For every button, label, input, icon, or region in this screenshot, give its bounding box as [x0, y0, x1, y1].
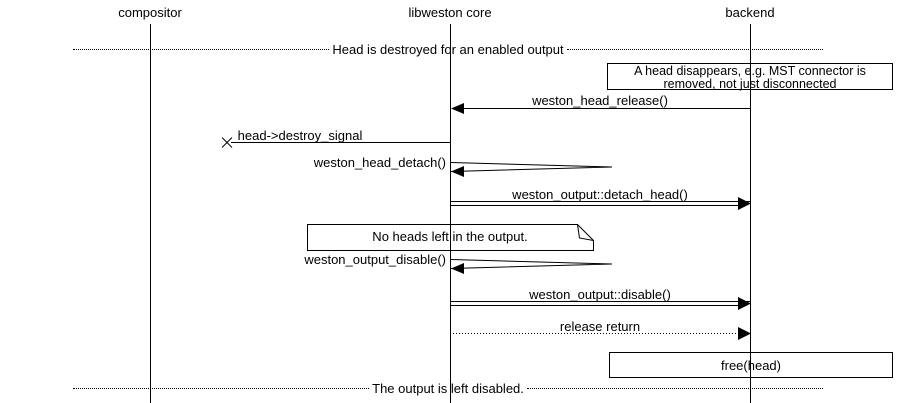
self-call-weston-head-detach [450, 162, 613, 177]
arrowhead-left-icon [451, 263, 464, 274]
arrow-weston-output-disable [450, 297, 751, 310]
note-no-heads-left-label: No heads left in the output. [372, 229, 528, 244]
divider-top: Head is destroyed for an enabled output [73, 41, 823, 57]
arrowhead-right-icon [738, 197, 751, 210]
arrowhead-left-icon [451, 166, 464, 177]
message-weston-head-release-label: weston_head_release() [532, 93, 668, 108]
divider-dotted-line [526, 388, 824, 389]
message-weston-output-disable-call-label: weston_output_disable() [304, 252, 446, 267]
participant-label-libweston-core: libweston core [408, 5, 492, 20]
lost-message-cross-icon [221, 137, 233, 148]
arrowhead-right-icon [738, 327, 751, 340]
message-head-destroy-signal-label: head->destroy_signal [237, 128, 363, 143]
box-free-head: free(head) [609, 352, 893, 378]
divider-dotted-line [73, 48, 330, 50]
arrow-release-return [450, 327, 751, 340]
note-fold-icon [577, 224, 594, 241]
divider-dotted-line [566, 48, 823, 50]
arrow-head-destroy-signal [221, 137, 450, 148]
note-head-disappears: A head disappears, e.g. MST connector is… [607, 63, 893, 90]
message-weston-head-detach-label: weston_head_detach() [313, 155, 446, 170]
note-no-heads-left [307, 224, 594, 251]
note-head-disappears-line-1: A head disappears, e.g. MST connector is [634, 64, 866, 78]
divider-dotted-line [73, 388, 370, 389]
message-release-return-label: release return [559, 319, 641, 334]
participant-label-compositor: compositor [118, 5, 182, 20]
message-weston-output-disable-label: weston_output::disable() [529, 287, 671, 302]
note-head-disappears-line-2: removed, not just disconnected [663, 76, 837, 91]
arrowhead-left-icon [451, 103, 464, 114]
participant-label-backend: backend [725, 5, 775, 20]
divider-top-label: Head is destroyed for an enabled output [332, 41, 564, 57]
divider-bottom-label: The output is left disabled. [372, 381, 524, 396]
message-weston-output-detach-head-label: weston_output::detach_head() [512, 187, 688, 202]
divider-bottom: The output is left disabled. [73, 381, 824, 396]
arrowhead-right-icon [738, 297, 751, 310]
arrow-weston-head-release [451, 103, 750, 114]
arrow-weston-output-detach-head [450, 197, 751, 210]
box-free-head-label: free(head) [721, 357, 781, 373]
self-call-weston-output-disable [450, 259, 613, 274]
